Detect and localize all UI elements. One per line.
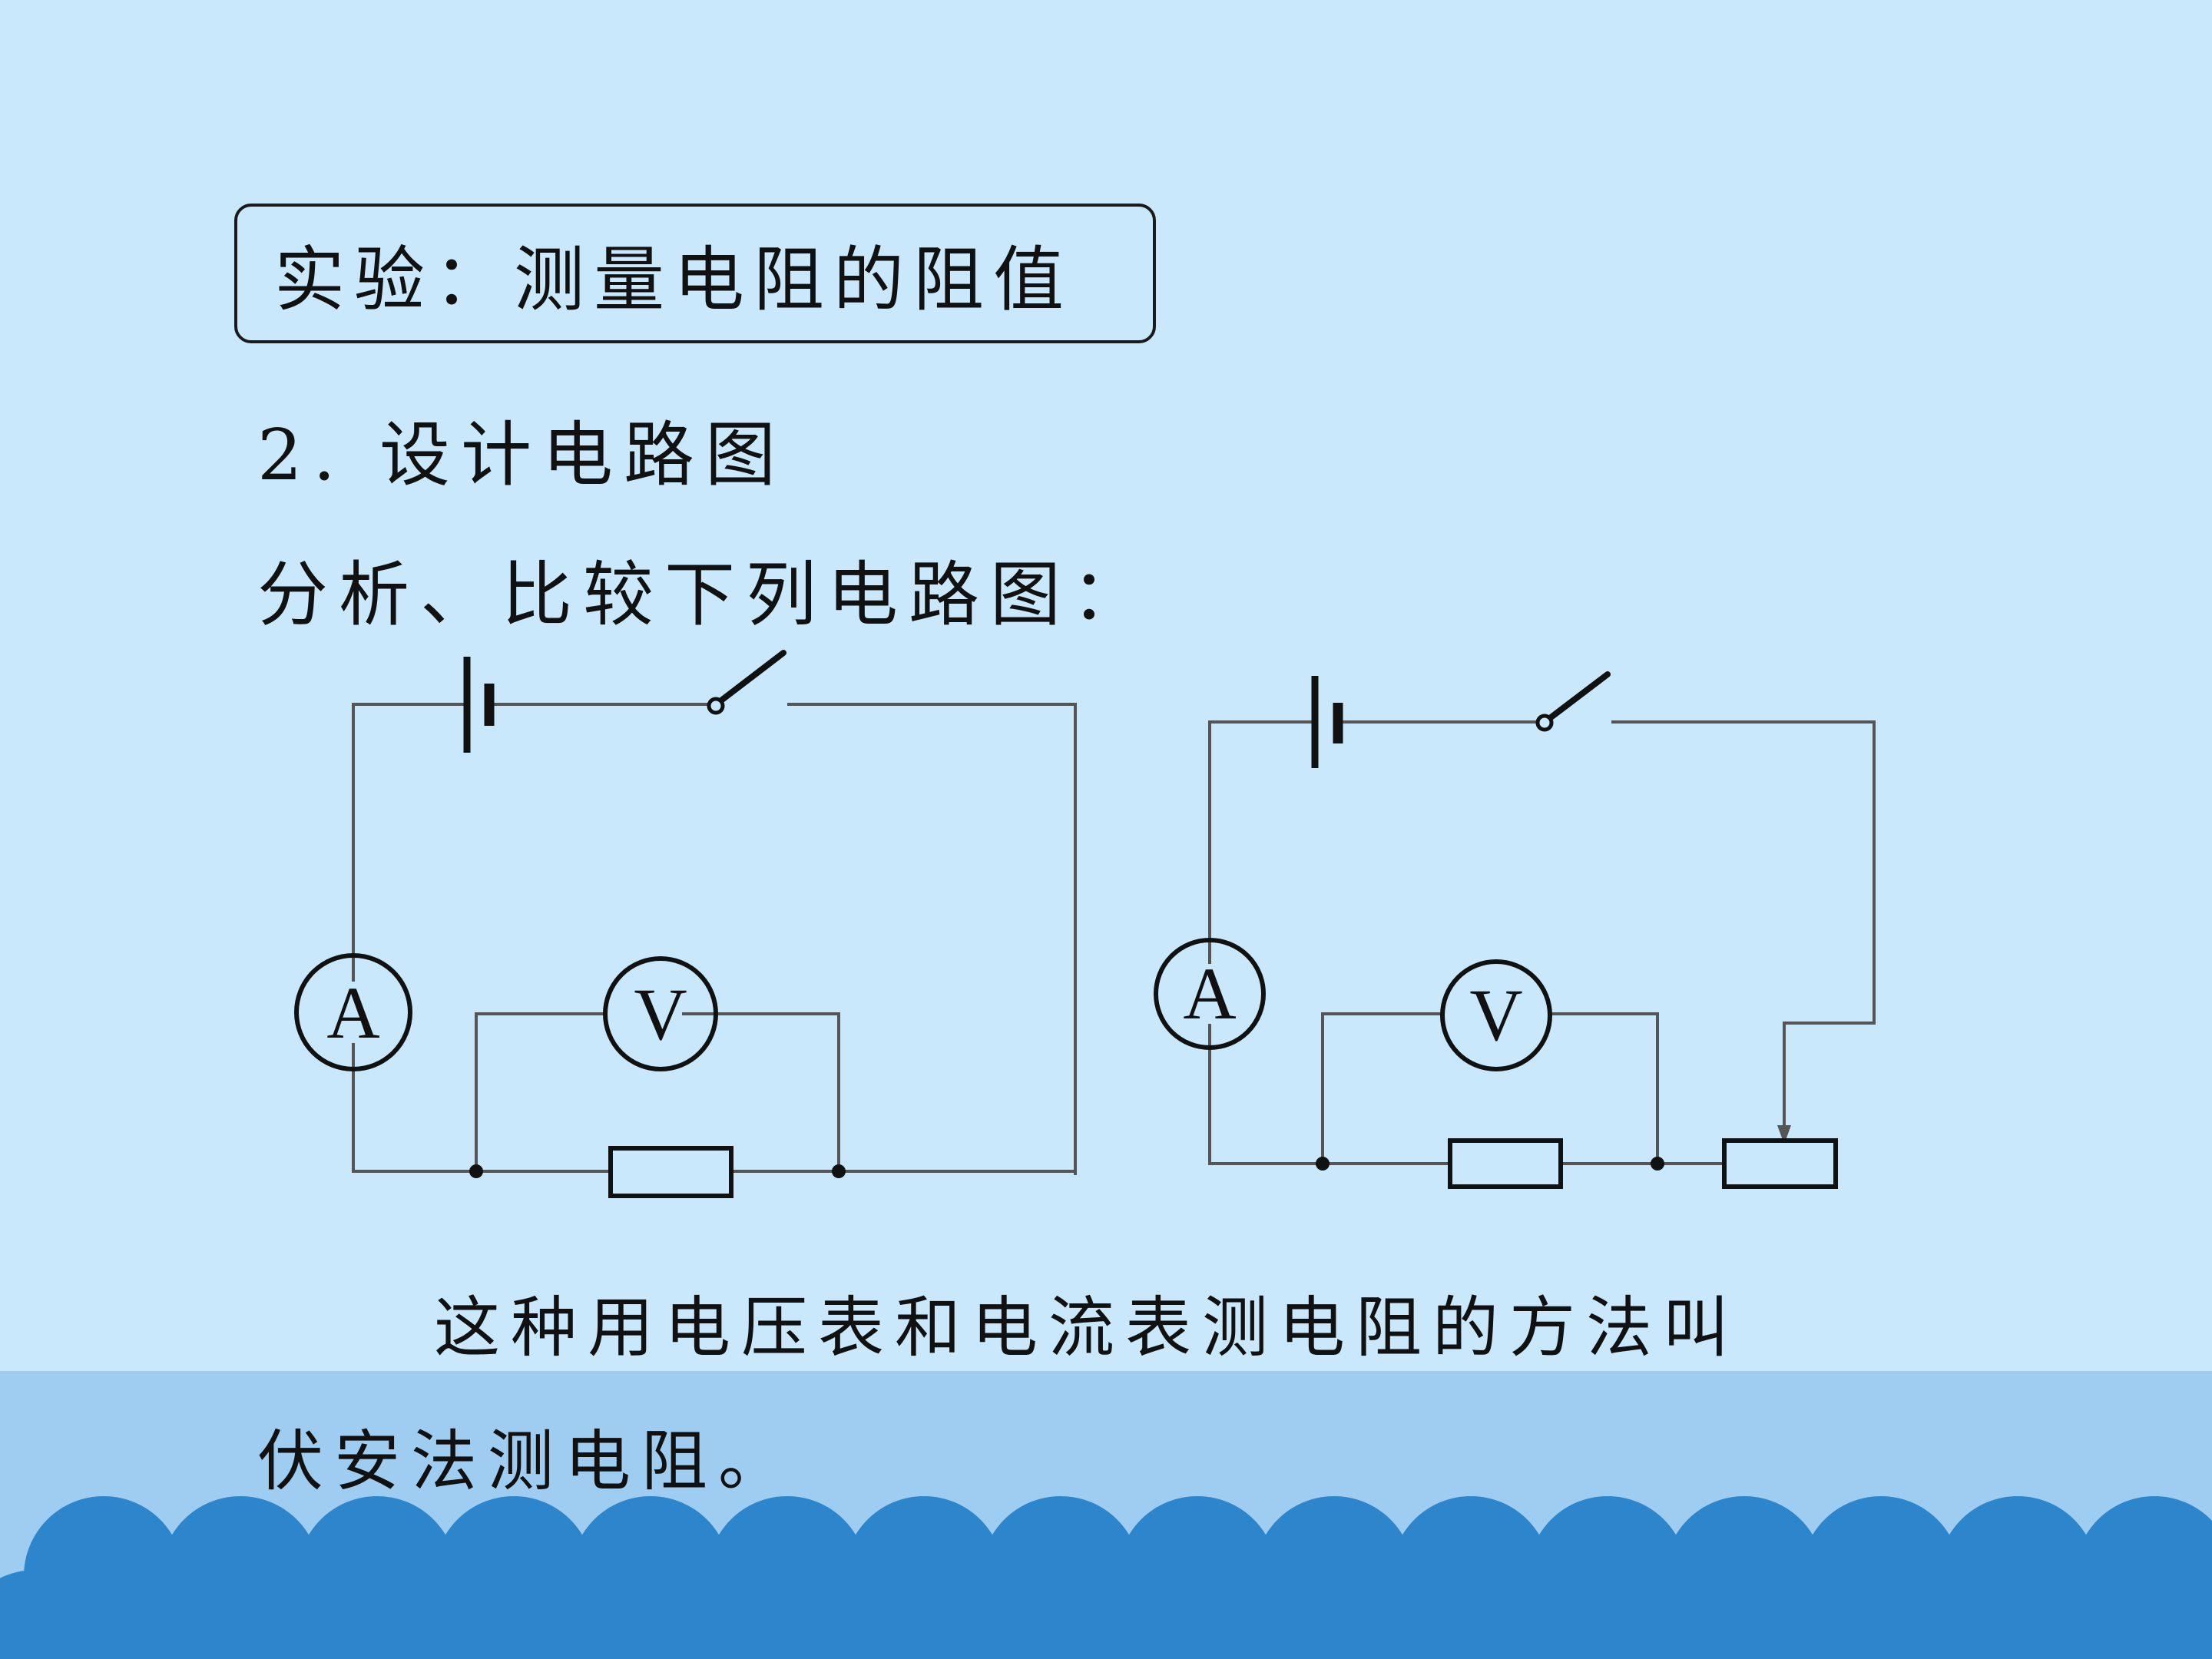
voltmeter-icon: V [1440, 959, 1552, 1071]
instruction-text: 分析、比较下列电路图： [257, 554, 1154, 636]
wave-scallop [912, 1570, 1072, 1659]
conclusion-line-1: 这种用电压表和电流表测电阻的方法叫 [434, 1290, 1740, 1366]
wire-voltmeter-left [1321, 1012, 1442, 1164]
wave-scallop [1186, 1570, 1346, 1659]
wire-voltmeter-right [682, 1012, 840, 1171]
circuit-diagram-2: A V [1154, 671, 1876, 1189]
voltmeter-label: V [1469, 974, 1522, 1056]
wave-scallop [1049, 1570, 1209, 1659]
conclusion-line-2: 伏安法测电阻。 [257, 1423, 795, 1500]
wave-scallop [1459, 1570, 1619, 1659]
slide-title-box: 实验：测量电阻的阻值 [234, 204, 1156, 343]
battery-icon [1311, 676, 1343, 768]
ammeter-icon: A [294, 953, 412, 1071]
ammeter-label: A [1183, 952, 1236, 1035]
wire-bottom-left [352, 1043, 608, 1173]
ammeter-label: A [326, 972, 379, 1054]
wave-scallop [639, 1570, 799, 1659]
wire-voltmeter-right [1551, 1012, 1659, 1164]
junction-dot [832, 1164, 846, 1178]
circuit-diagram-1: A V [294, 650, 1077, 1198]
wire-voltmeter-left [475, 1012, 605, 1171]
junction-dot [1651, 1157, 1664, 1171]
resistor-icon [608, 1146, 733, 1198]
voltmeter-icon: V [603, 956, 718, 1071]
section-heading: 2. 设计电路图 [257, 414, 787, 496]
wave-scallop [229, 1570, 389, 1659]
wire-left-top [1208, 720, 1315, 964]
wave-scallop [0, 1570, 115, 1659]
wave-decoration [0, 1496, 2212, 1659]
wave-scallop [776, 1570, 935, 1659]
ammeter-icon: A [1154, 938, 1266, 1050]
wave-scallop [1596, 1570, 1756, 1659]
slider-arrow-icon [1777, 1125, 1791, 1144]
resistor-icon [1448, 1138, 1563, 1189]
junction-dot [469, 1164, 483, 1178]
wave-scallop [502, 1570, 662, 1659]
rheostat-icon [1722, 1138, 1838, 1189]
switch-icon [1535, 671, 1611, 732]
wave-scallop [2006, 1570, 2166, 1659]
wave-scallop [366, 1570, 525, 1659]
wire-right [787, 703, 1077, 1175]
wave-scallop [2143, 1570, 2212, 1659]
voltmeter-label: V [634, 973, 687, 1055]
wave-scallop [1733, 1570, 1892, 1659]
wire-right-slider [1611, 720, 1876, 1137]
wave-scallop [1869, 1570, 2029, 1659]
battery-icon [463, 657, 495, 753]
wire-left-top [352, 703, 467, 982]
wave-scallop [92, 1570, 252, 1659]
slide-title: 实验：测量电阻的阻值 [274, 238, 1074, 321]
wire-bottom-left [1208, 1024, 1450, 1165]
junction-dot [1316, 1157, 1330, 1171]
switch-icon [707, 650, 786, 715]
wave-scallop [1323, 1570, 1482, 1659]
